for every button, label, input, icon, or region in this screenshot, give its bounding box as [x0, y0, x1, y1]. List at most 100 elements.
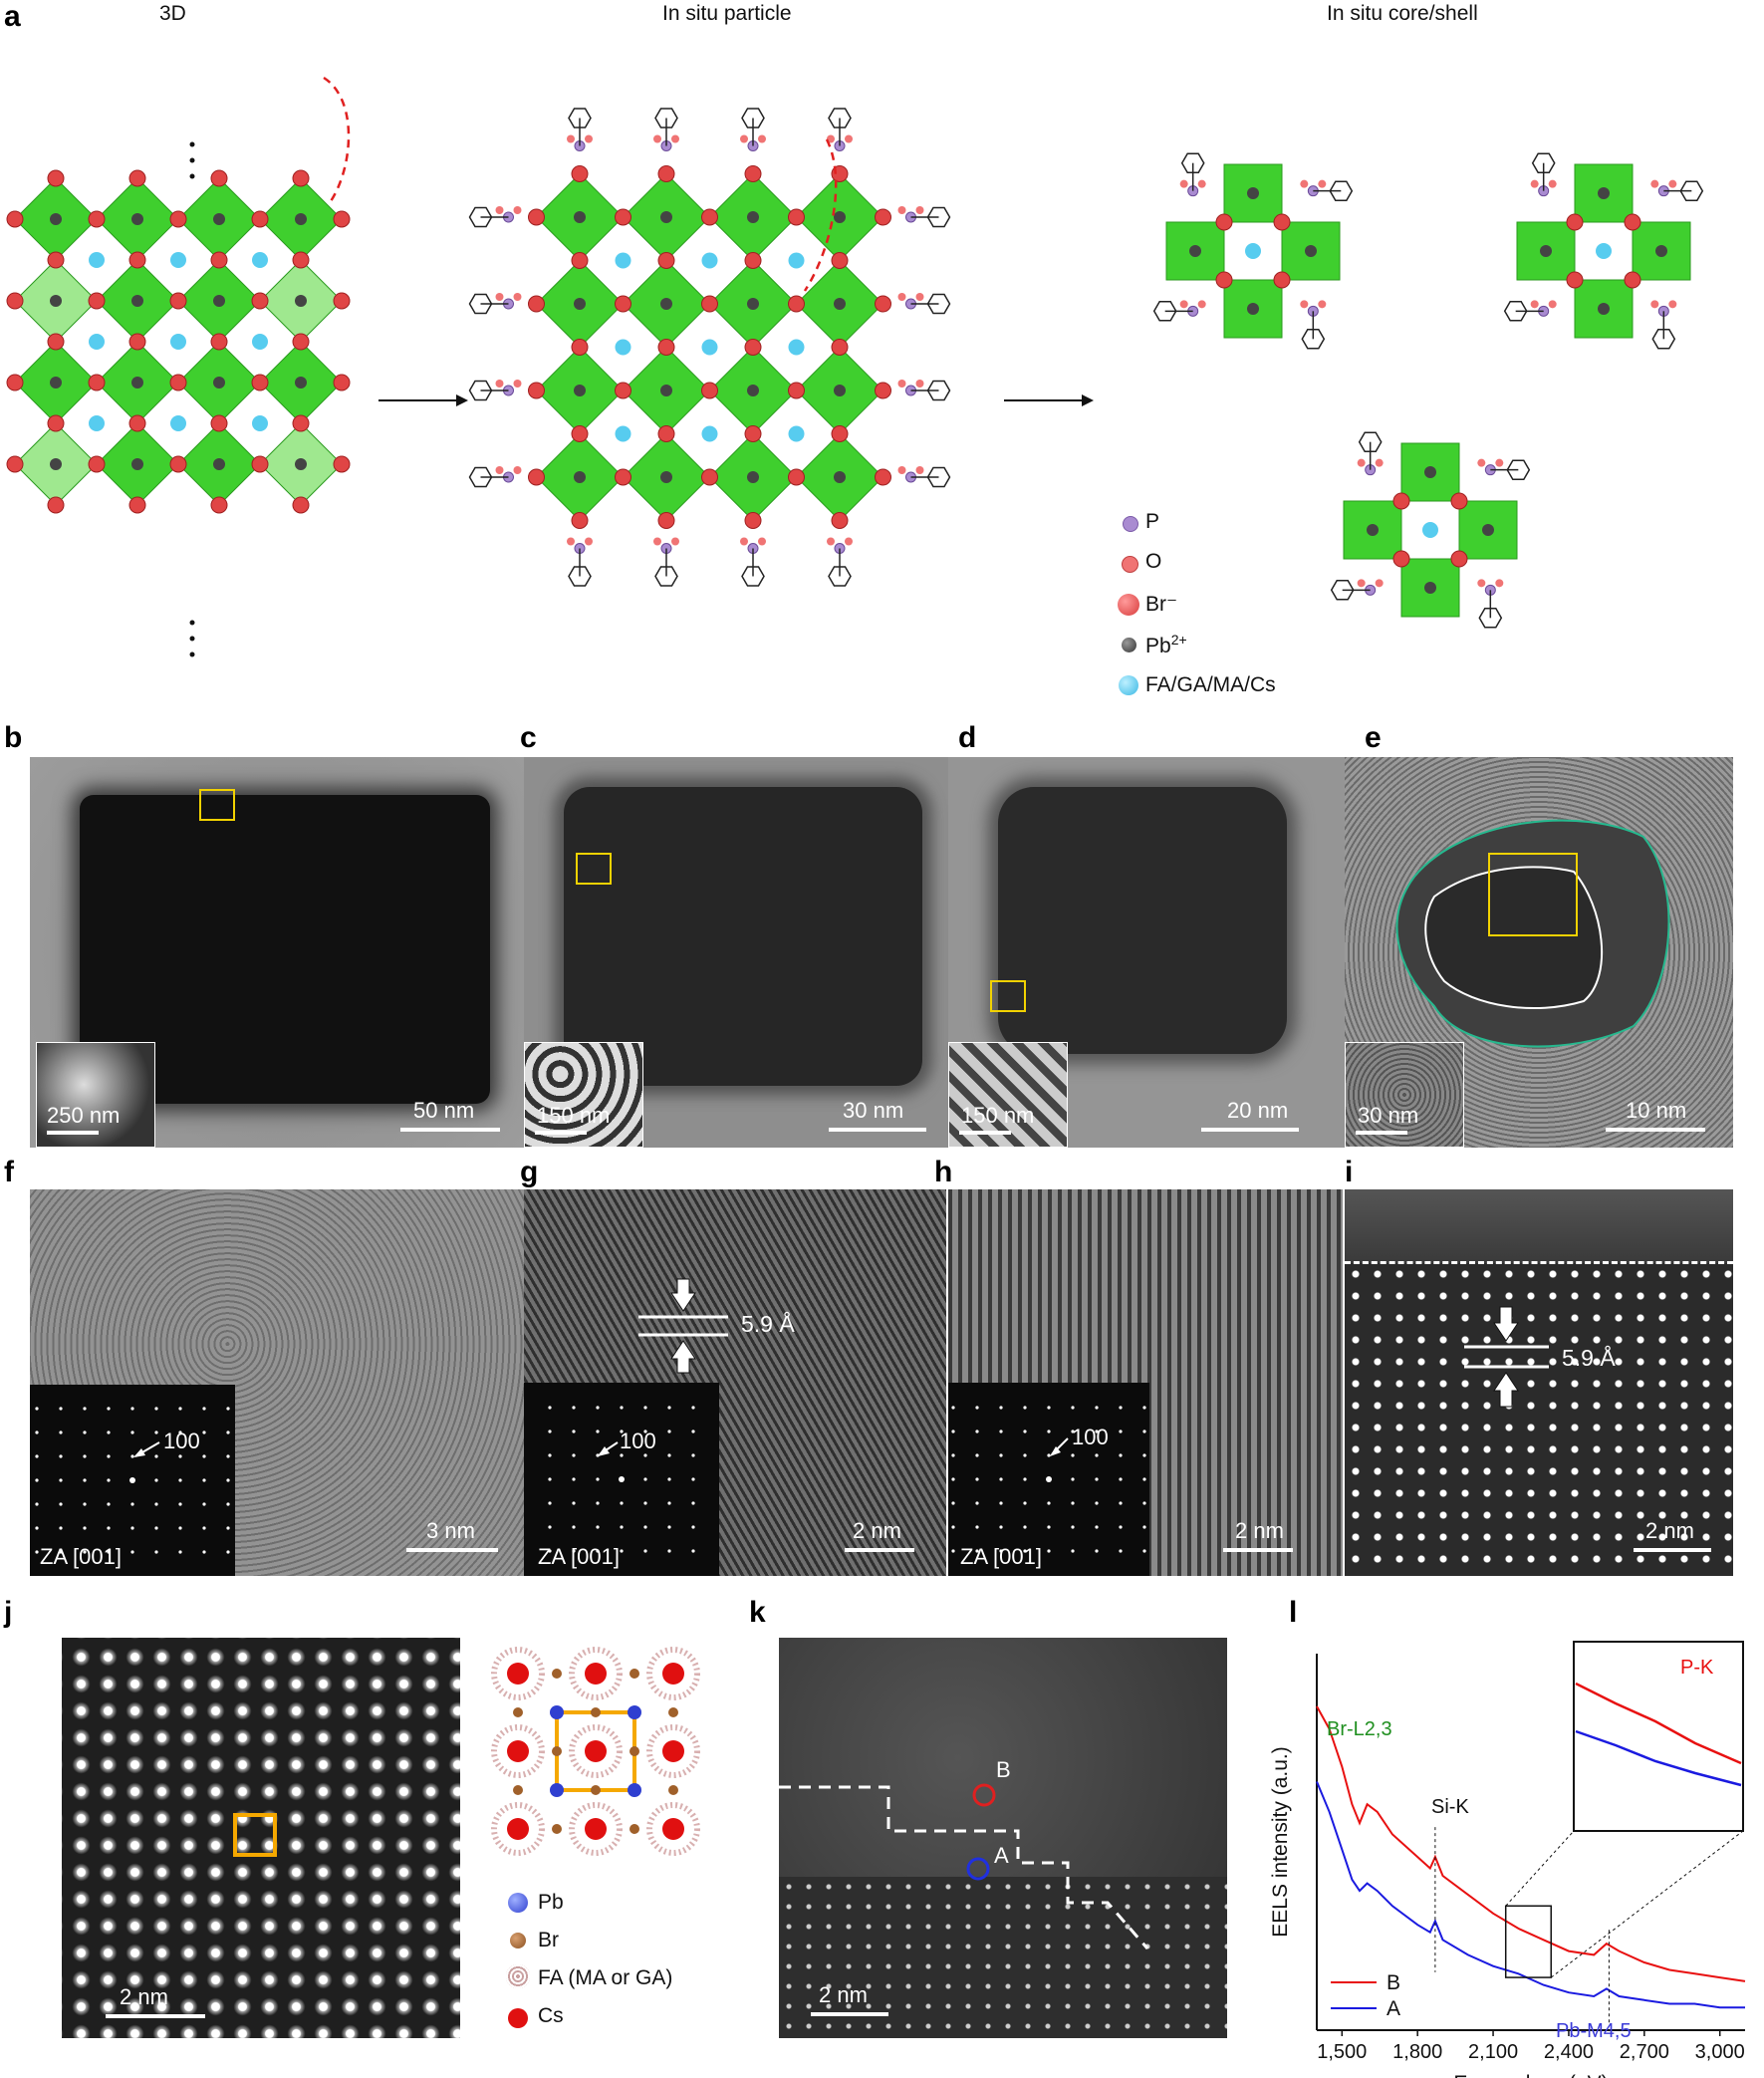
pb-atom [131, 458, 143, 470]
fft-spot [643, 1549, 647, 1553]
a-site-atom [788, 425, 805, 442]
oxygen-atom [1357, 458, 1366, 467]
fft-spot [130, 1550, 134, 1554]
fft-zone-axis-h: ZA [001] [960, 1544, 1042, 1569]
pb-atom [1540, 245, 1552, 257]
pb-atom [131, 295, 143, 307]
arrow-1-head [456, 394, 468, 406]
fft-spot [667, 1549, 671, 1553]
fft-spot [1071, 1453, 1075, 1457]
a-site-atom [615, 339, 631, 356]
br-atom [1392, 492, 1410, 510]
pb-atom [213, 213, 225, 225]
fft-spot [1023, 1501, 1027, 1505]
panel-label-i: i [1345, 1156, 1354, 1188]
fft-spot [226, 1526, 230, 1530]
pb-atom [834, 385, 846, 396]
fft-spot [596, 1406, 600, 1410]
fft-spot [154, 1454, 158, 1458]
fft-spot [951, 1453, 955, 1457]
fft-spot [226, 1550, 230, 1554]
br-atom [1566, 213, 1584, 231]
fft-spot [548, 1501, 552, 1505]
br-atom [571, 425, 589, 442]
scale-bar-c-inset [535, 1131, 587, 1135]
br-atom [169, 374, 187, 391]
fft-spot [83, 1478, 87, 1482]
fft-spot [667, 1453, 671, 1457]
a-site-atom [170, 252, 186, 268]
pb-atom [295, 295, 307, 307]
legend-br-label: Br⁻ [1145, 593, 1178, 616]
benzene-ring [828, 108, 852, 129]
legend-j-cs-label: Cs [538, 2004, 564, 2027]
br-atom [292, 169, 310, 187]
benzene-ring [468, 380, 493, 401]
fft-spot [548, 1429, 552, 1433]
inset-e: 30 nm [1345, 1042, 1464, 1148]
fft-spot [178, 1550, 182, 1554]
cs-atom [662, 1740, 684, 1762]
br-atom [744, 512, 762, 529]
fft-spot [643, 1406, 647, 1410]
br-atom [1273, 213, 1291, 231]
title-3d: 3D [159, 2, 186, 25]
scale-label-c: 30 nm [843, 1098, 904, 1123]
oxygen-atom [1548, 300, 1557, 309]
br-atom [657, 252, 675, 269]
oxygen-atom [740, 537, 748, 546]
legend-a-site-label: FA/GA/MA/Cs [1145, 673, 1276, 696]
fft-spot [975, 1501, 979, 1505]
br-atom [1450, 492, 1468, 510]
oxygen-atom [567, 537, 575, 546]
scale-bar-f [406, 1548, 498, 1552]
fft-spot [620, 1453, 624, 1457]
fft-spot [620, 1406, 624, 1410]
pb-atom [1424, 466, 1436, 478]
hrtem-image-h: ZA [001] 100 2 nm [948, 1189, 1343, 1576]
legend-p-marker [1123, 516, 1138, 532]
x-tick-label: 2,100 [1468, 2041, 1518, 2063]
fft-spot [643, 1453, 647, 1457]
oxygen-atom [495, 466, 504, 474]
fft-spot [178, 1407, 182, 1411]
panel-label-j: j [4, 1596, 13, 1629]
pb-atom [834, 471, 846, 483]
pb-atom [1367, 524, 1379, 536]
ellipsis-dot-bottom [189, 636, 195, 642]
fft-spot [202, 1526, 206, 1530]
br-atom [788, 208, 805, 226]
legend-o-marker [1122, 556, 1138, 573]
pb-atom [747, 471, 759, 483]
benzene-ring [828, 566, 852, 587]
ellipsis-dot-bottom [189, 651, 195, 657]
fft-spot [667, 1525, 671, 1529]
fft-spot [130, 1407, 134, 1411]
cs-atom [585, 1663, 607, 1685]
benzene-ring [654, 108, 678, 129]
br-atom [552, 1746, 562, 1756]
zoom-series-a [1575, 1729, 1742, 1787]
red-arrow-3d [323, 76, 351, 205]
br-atom [528, 468, 545, 486]
fft-spot [643, 1429, 647, 1433]
a-site-atom [788, 252, 805, 269]
pb-atom [295, 377, 307, 389]
br-atom [1624, 271, 1641, 289]
br-atom [128, 333, 146, 351]
fa-molecule [569, 1724, 623, 1778]
scale-bar-h [1223, 1548, 1293, 1552]
oxygen-atom [671, 537, 679, 546]
br-atom [744, 165, 762, 182]
annotation-si-k: Si-K [1431, 1796, 1469, 1818]
fft-spot [548, 1406, 552, 1410]
br-atom [333, 455, 351, 473]
fa-molecule [646, 1647, 700, 1700]
a-site-atom [252, 415, 268, 431]
benzene-ring [568, 108, 592, 129]
fft-spot [619, 1476, 625, 1482]
pb-atom [660, 471, 672, 483]
fft-spot [1119, 1501, 1123, 1505]
fft-spot [667, 1429, 671, 1433]
